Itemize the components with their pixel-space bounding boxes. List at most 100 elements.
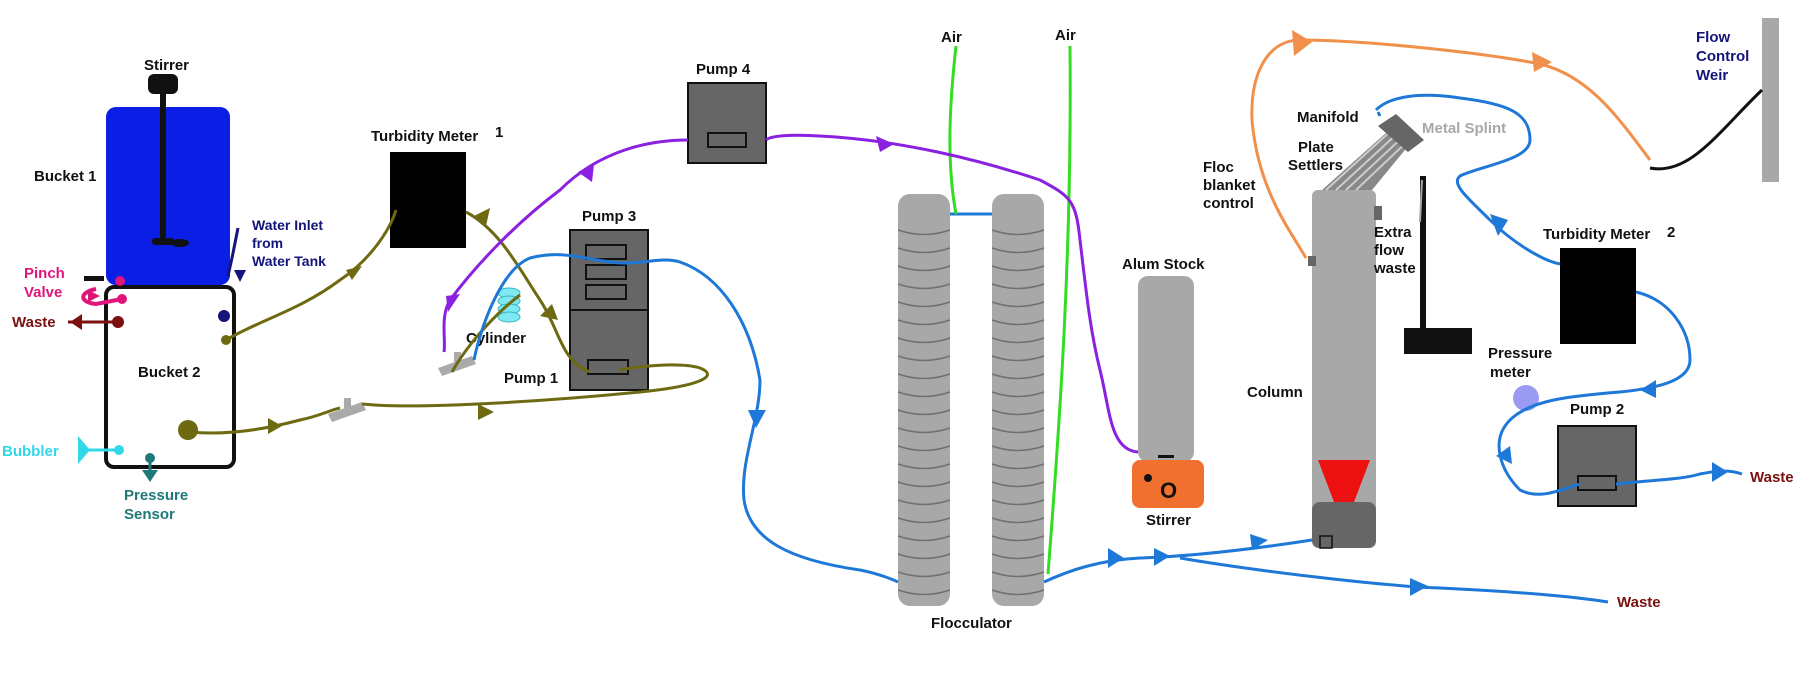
olive-arrow-4-icon bbox=[478, 404, 494, 420]
flocculator-coil-groove bbox=[897, 517, 951, 524]
label-metal-splint: Metal Splint bbox=[1422, 120, 1506, 137]
olive-inlet-blob-icon bbox=[178, 420, 198, 440]
turbidity-meter-2 bbox=[1560, 248, 1636, 344]
label-extra-flow-2: flow bbox=[1374, 242, 1404, 259]
label-pinch-2: Valve bbox=[24, 284, 62, 301]
flocculator-coil-groove bbox=[991, 301, 1045, 308]
label-water-inlet-1: Water Inlet bbox=[252, 217, 323, 233]
alum-stock-stirbar-icon bbox=[1158, 455, 1174, 458]
label-pump-4: Pump 4 bbox=[696, 61, 751, 78]
label-stirrer-top: Stirrer bbox=[144, 57, 189, 74]
flocculator-coil-groove bbox=[991, 229, 1045, 236]
blue-arrow-1-icon bbox=[748, 410, 766, 428]
pump-2 bbox=[1557, 425, 1637, 507]
flocculator bbox=[897, 194, 1045, 606]
flocculator-coil-groove bbox=[991, 571, 1045, 578]
flocculator-coil-groove bbox=[991, 283, 1045, 290]
flocculator-coil-groove bbox=[897, 571, 951, 578]
water-inlet-line bbox=[226, 227, 240, 277]
label-waste-left: Waste bbox=[12, 314, 56, 331]
alum-stirrer-plate: O bbox=[1132, 460, 1204, 508]
blue-arrow-6-icon bbox=[1490, 214, 1508, 236]
flow-control-weir bbox=[1762, 18, 1779, 182]
label-pump-1: Pump 1 bbox=[504, 370, 558, 387]
olive-port-icon bbox=[221, 335, 231, 345]
label-waste-bottom: Waste bbox=[1617, 594, 1661, 611]
flocculator-coil-groove bbox=[897, 301, 951, 308]
label-flow-control-3: Weir bbox=[1696, 67, 1728, 84]
label-turbidity-meter-1-num: 1 bbox=[495, 124, 503, 141]
label-waste-right: Waste bbox=[1750, 469, 1794, 486]
label-pump-3: Pump 3 bbox=[582, 208, 636, 225]
flocculator-coil-groove bbox=[991, 535, 1045, 542]
alum-stock-tank bbox=[1138, 276, 1194, 462]
weir-line bbox=[1649, 88, 1764, 171]
flocculator-coil-groove bbox=[991, 373, 1045, 380]
label-air-2: Air bbox=[1055, 27, 1076, 44]
flocculator-coil-groove bbox=[897, 535, 951, 542]
label-manifold: Manifold bbox=[1297, 109, 1359, 126]
purple-arrow-1-icon bbox=[876, 136, 894, 152]
blue-pipes bbox=[472, 93, 1743, 604]
label-bucket-2: Bucket 2 bbox=[138, 364, 201, 381]
orange-arrow-2-icon bbox=[1532, 52, 1552, 72]
label-floc-blanket-1: Floc bbox=[1203, 159, 1234, 176]
label-pressure-meter-1: Pressure bbox=[1488, 345, 1552, 362]
pressure-sensor-icon bbox=[142, 453, 158, 482]
label-pump-2: Pump 2 bbox=[1570, 401, 1624, 418]
flocculator-coil-groove bbox=[897, 481, 951, 488]
flocculator-coil-groove bbox=[897, 373, 951, 380]
extra-flow-waste-stand bbox=[1404, 176, 1472, 354]
label-extra-flow-3: waste bbox=[1373, 260, 1416, 277]
flocculator-coil-groove bbox=[991, 409, 1045, 416]
plate-settlers-icon bbox=[1322, 124, 1418, 191]
label-pressure-meter-2: meter bbox=[1490, 364, 1531, 381]
flocculator-coil-groove bbox=[897, 247, 951, 254]
bucket-2 bbox=[104, 285, 236, 469]
label-floc-blanket-3: control bbox=[1203, 195, 1254, 212]
label-floc-blanket-2: blanket bbox=[1203, 177, 1256, 194]
pump-4 bbox=[687, 82, 767, 164]
tee-fitting-lower-icon bbox=[328, 398, 366, 422]
water-inlet-arrow-icon bbox=[234, 270, 246, 282]
label-water-inlet-2: from bbox=[252, 235, 283, 251]
flocculator-coil-groove bbox=[991, 427, 1045, 434]
label-flow-control-2: Control bbox=[1696, 48, 1749, 65]
manifold-icon bbox=[1378, 114, 1424, 152]
blue-arrow-3-icon bbox=[1154, 548, 1170, 566]
label-alum-stock: Alum Stock bbox=[1122, 256, 1205, 273]
flocculator-coil-groove bbox=[897, 589, 951, 596]
flocculator-coil-groove bbox=[991, 589, 1045, 596]
blue-arrow-8-icon bbox=[1496, 446, 1512, 464]
olive-arrow-3-icon bbox=[268, 418, 282, 434]
blue-arrow-5-icon bbox=[1410, 578, 1428, 596]
bucket-1 bbox=[106, 84, 230, 285]
label-pinch-1: Pinch bbox=[24, 265, 65, 282]
label-turbidity-meter-1: Turbidity Meter bbox=[371, 128, 478, 145]
turbidity-meter-1 bbox=[390, 152, 466, 248]
flocculator-coil-groove bbox=[897, 409, 951, 416]
pump-3 bbox=[569, 229, 649, 311]
stirrer-motor-icon bbox=[148, 74, 178, 94]
pump-1 bbox=[569, 309, 649, 391]
label-column: Column bbox=[1247, 384, 1303, 401]
purple-arrow-2-icon bbox=[578, 164, 594, 182]
pressure-meter-icon bbox=[1513, 385, 1539, 411]
flocculator-coil-groove bbox=[991, 553, 1045, 560]
flocculator-coil-groove bbox=[991, 247, 1045, 254]
flocculator-coil-groove bbox=[991, 265, 1045, 272]
flocculator-coil-groove bbox=[991, 391, 1045, 398]
flocculator-coil-groove bbox=[897, 445, 951, 452]
label-water-inlet-3: Water Tank bbox=[252, 253, 326, 269]
blue-arrow-9-icon bbox=[1712, 462, 1728, 482]
flocculator-coil-groove bbox=[897, 391, 951, 398]
flocculator-coil-groove bbox=[897, 463, 951, 470]
label-pressure-sensor-2: Sensor bbox=[124, 506, 175, 523]
blue-arrow-2-icon bbox=[1108, 548, 1124, 568]
flocculator-coil-groove bbox=[897, 265, 951, 272]
label-plate-settlers-2: Settlers bbox=[1288, 157, 1343, 174]
flocculator-coil-groove bbox=[991, 337, 1045, 344]
purple-pipe bbox=[442, 133, 1139, 454]
purple-arrow-3-icon bbox=[446, 294, 460, 312]
